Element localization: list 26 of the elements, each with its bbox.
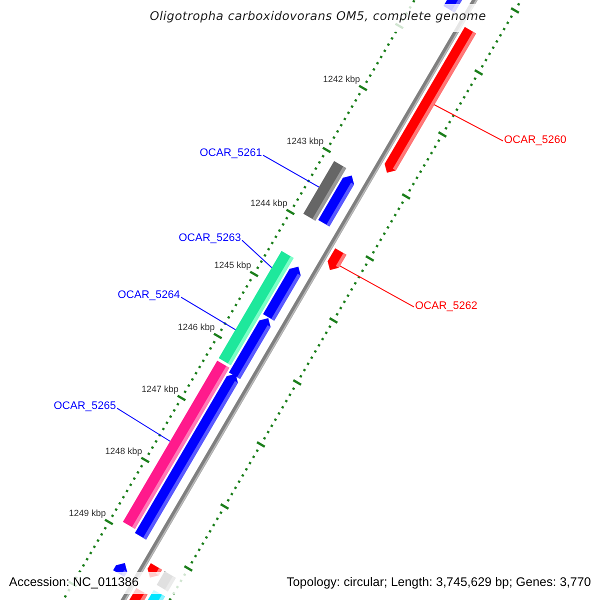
- gene-bar: [384, 26, 476, 173]
- scale-label: 1248 kbp: [105, 446, 142, 456]
- leader-line: [434, 104, 504, 142]
- gene-label: OCAR_5262: [415, 300, 478, 313]
- gene-bar: [303, 161, 346, 221]
- title: Oligotropha carboxidovorans OM5, complete genome: [148, 10, 488, 24]
- gene-label: OCAR_5265: [54, 400, 116, 413]
- footer-text: Accession: NC_011386: [9, 575, 139, 590]
- scale-label: 1245 kbp: [214, 260, 252, 270]
- scale-label: 1247 kbp: [141, 384, 178, 394]
- gene-label: OCAR_5264: [118, 289, 180, 302]
- leader-line: [180, 296, 236, 330]
- gene-bar: [328, 248, 346, 270]
- scale-label: 1243 kbp: [286, 136, 324, 146]
- gene-label: OCAR_5260: [504, 134, 566, 147]
- leader-line: [116, 408, 171, 442]
- scale-label: 1244 kbp: [250, 198, 288, 208]
- scale-label: 1242 kbp: [322, 74, 360, 84]
- leader-line: [242, 240, 272, 268]
- leader-line: [262, 154, 320, 188]
- gene-label: OCAR_5263: [178, 232, 241, 245]
- gene-label: OCAR_5261: [200, 147, 262, 160]
- leader-line: [339, 265, 414, 308]
- footer-text: Topology: circular; Length: 3,745,629 bp; Genes: 3,770: [286, 575, 591, 590]
- scale-label: 1246 kbp: [178, 322, 215, 332]
- scale-label: 1249 kbp: [68, 508, 106, 518]
